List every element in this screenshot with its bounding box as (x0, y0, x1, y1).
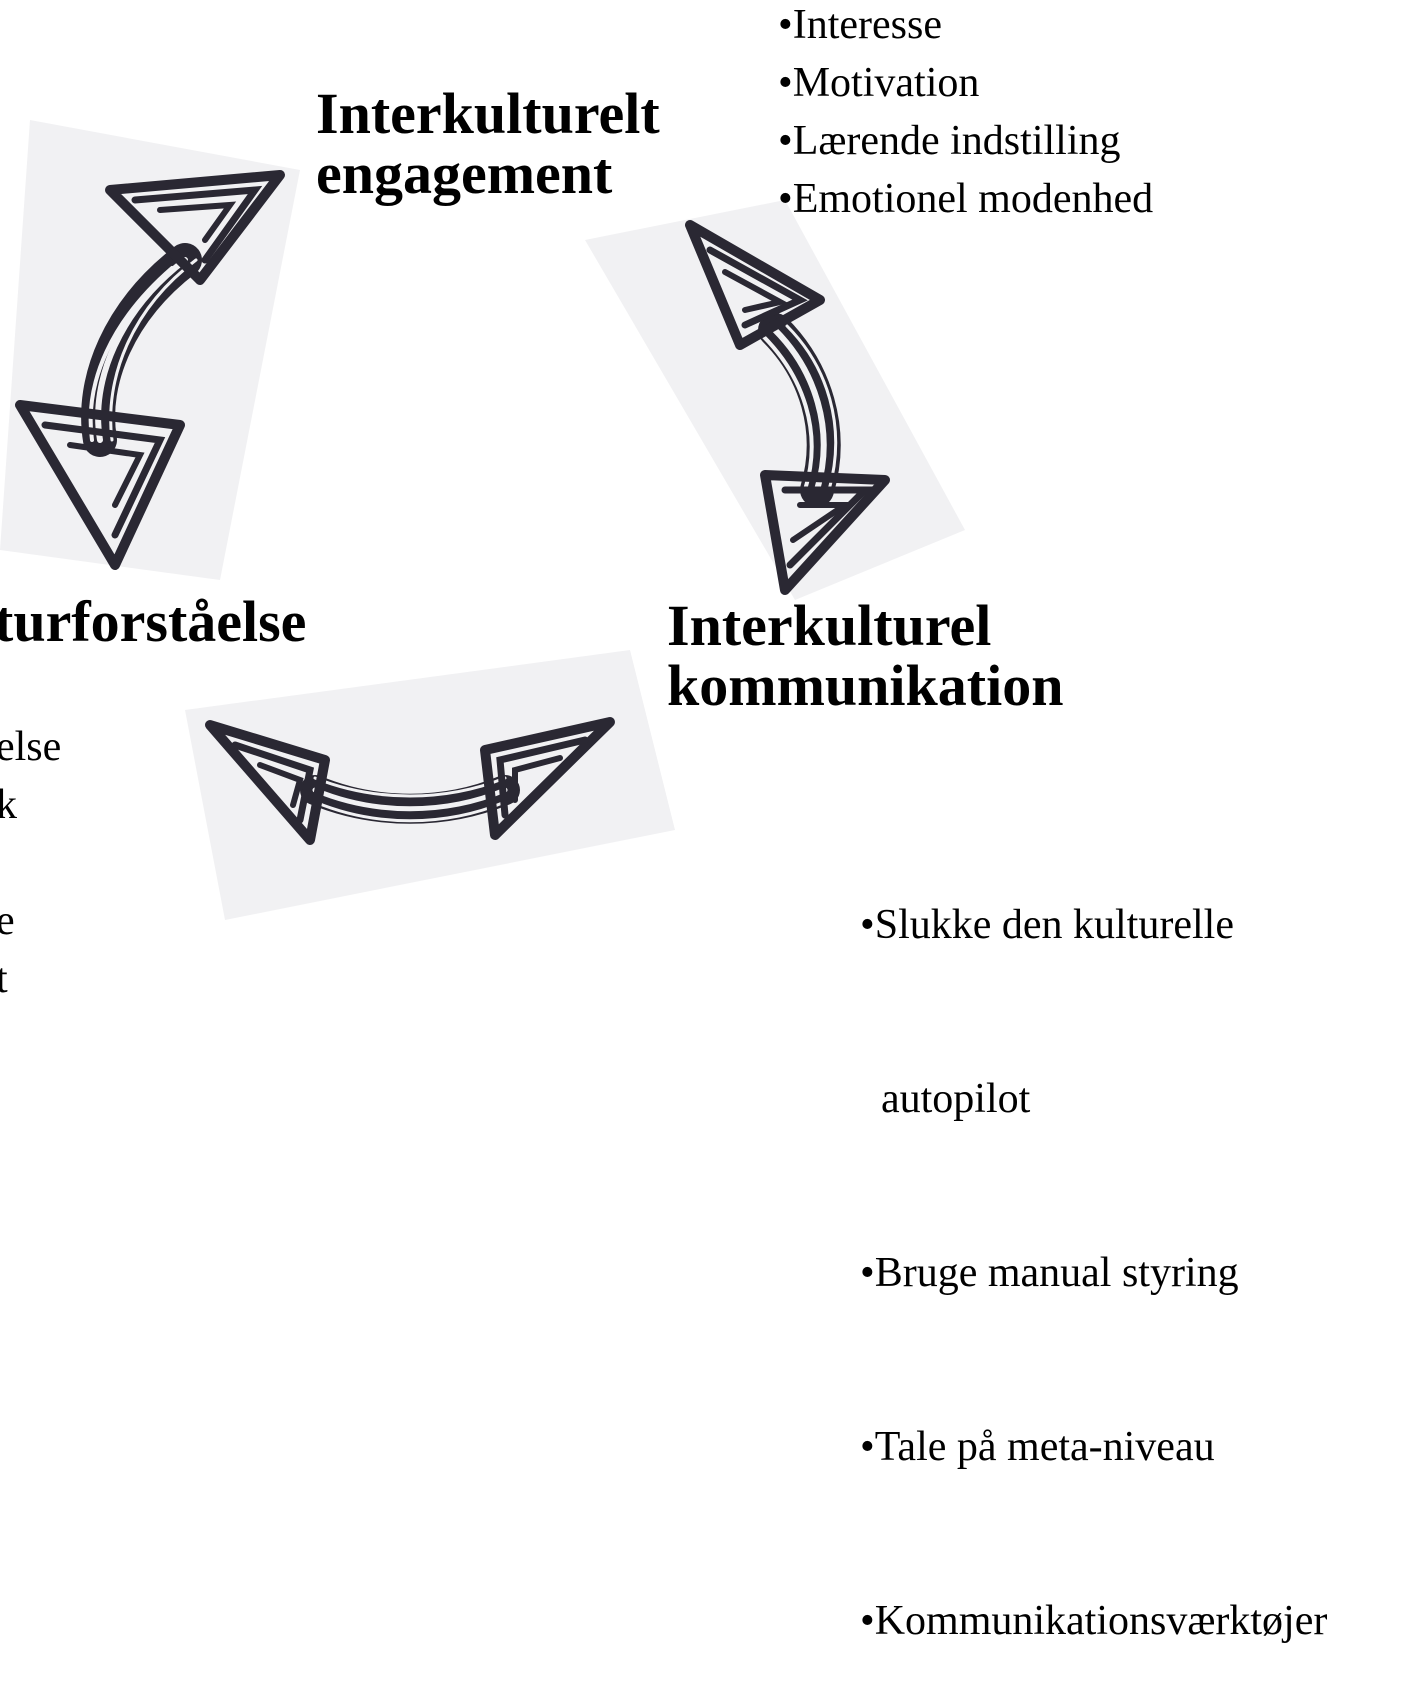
understanding-bullet-fragments: else k e t (0, 718, 61, 1008)
engagement-bullet-list: •Interesse •Motivation •Lærende indstill… (778, 0, 1153, 228)
list-item: e (0, 898, 15, 944)
list-item: •Slukke den kulturelle (860, 902, 1234, 948)
list-item: autopilot (860, 1076, 1031, 1122)
heading-communication-line2: kommunikation (667, 652, 1064, 718)
heading-understanding: turforståelse (0, 592, 306, 652)
list-item: •Emotionel modenhed (778, 176, 1154, 222)
list-item: •Lærende indstilling (778, 118, 1121, 164)
list-item: •Tale på meta-niveau (860, 1424, 1215, 1470)
list-item: else (0, 724, 62, 770)
curved-double-arrow-icon (0, 120, 300, 580)
list-item: •Interesse (778, 2, 942, 48)
heading-communication-line1: Interkulturel (667, 593, 992, 658)
curved-double-arrow-icon (585, 200, 965, 600)
list-item (0, 834, 61, 892)
arrow-engagement-communication (585, 200, 965, 600)
heading-communication: Interkulturel kommunikation (667, 596, 1063, 715)
heading-engagement-line1: Interkulturelt (316, 81, 660, 146)
heading-engagement: Interkulturelt engagement (316, 84, 660, 203)
communication-bullet-list: •Slukke den kulturelle autopilot •Bruge … (860, 780, 1327, 1708)
list-item: •Kommunikationsværktøjer (860, 1598, 1328, 1644)
arrow-communication-understanding (185, 650, 675, 920)
heading-understanding-text: turforståelse (0, 589, 307, 654)
curved-double-arrow-icon (185, 650, 675, 920)
list-item: •Bruge manual styring (860, 1250, 1239, 1296)
list-item: t (0, 956, 8, 1002)
arrow-understanding-engagement (0, 110, 310, 580)
list-item: k (0, 782, 17, 828)
heading-engagement-line2: engagement (316, 140, 613, 206)
list-item: •Motivation (778, 60, 980, 106)
